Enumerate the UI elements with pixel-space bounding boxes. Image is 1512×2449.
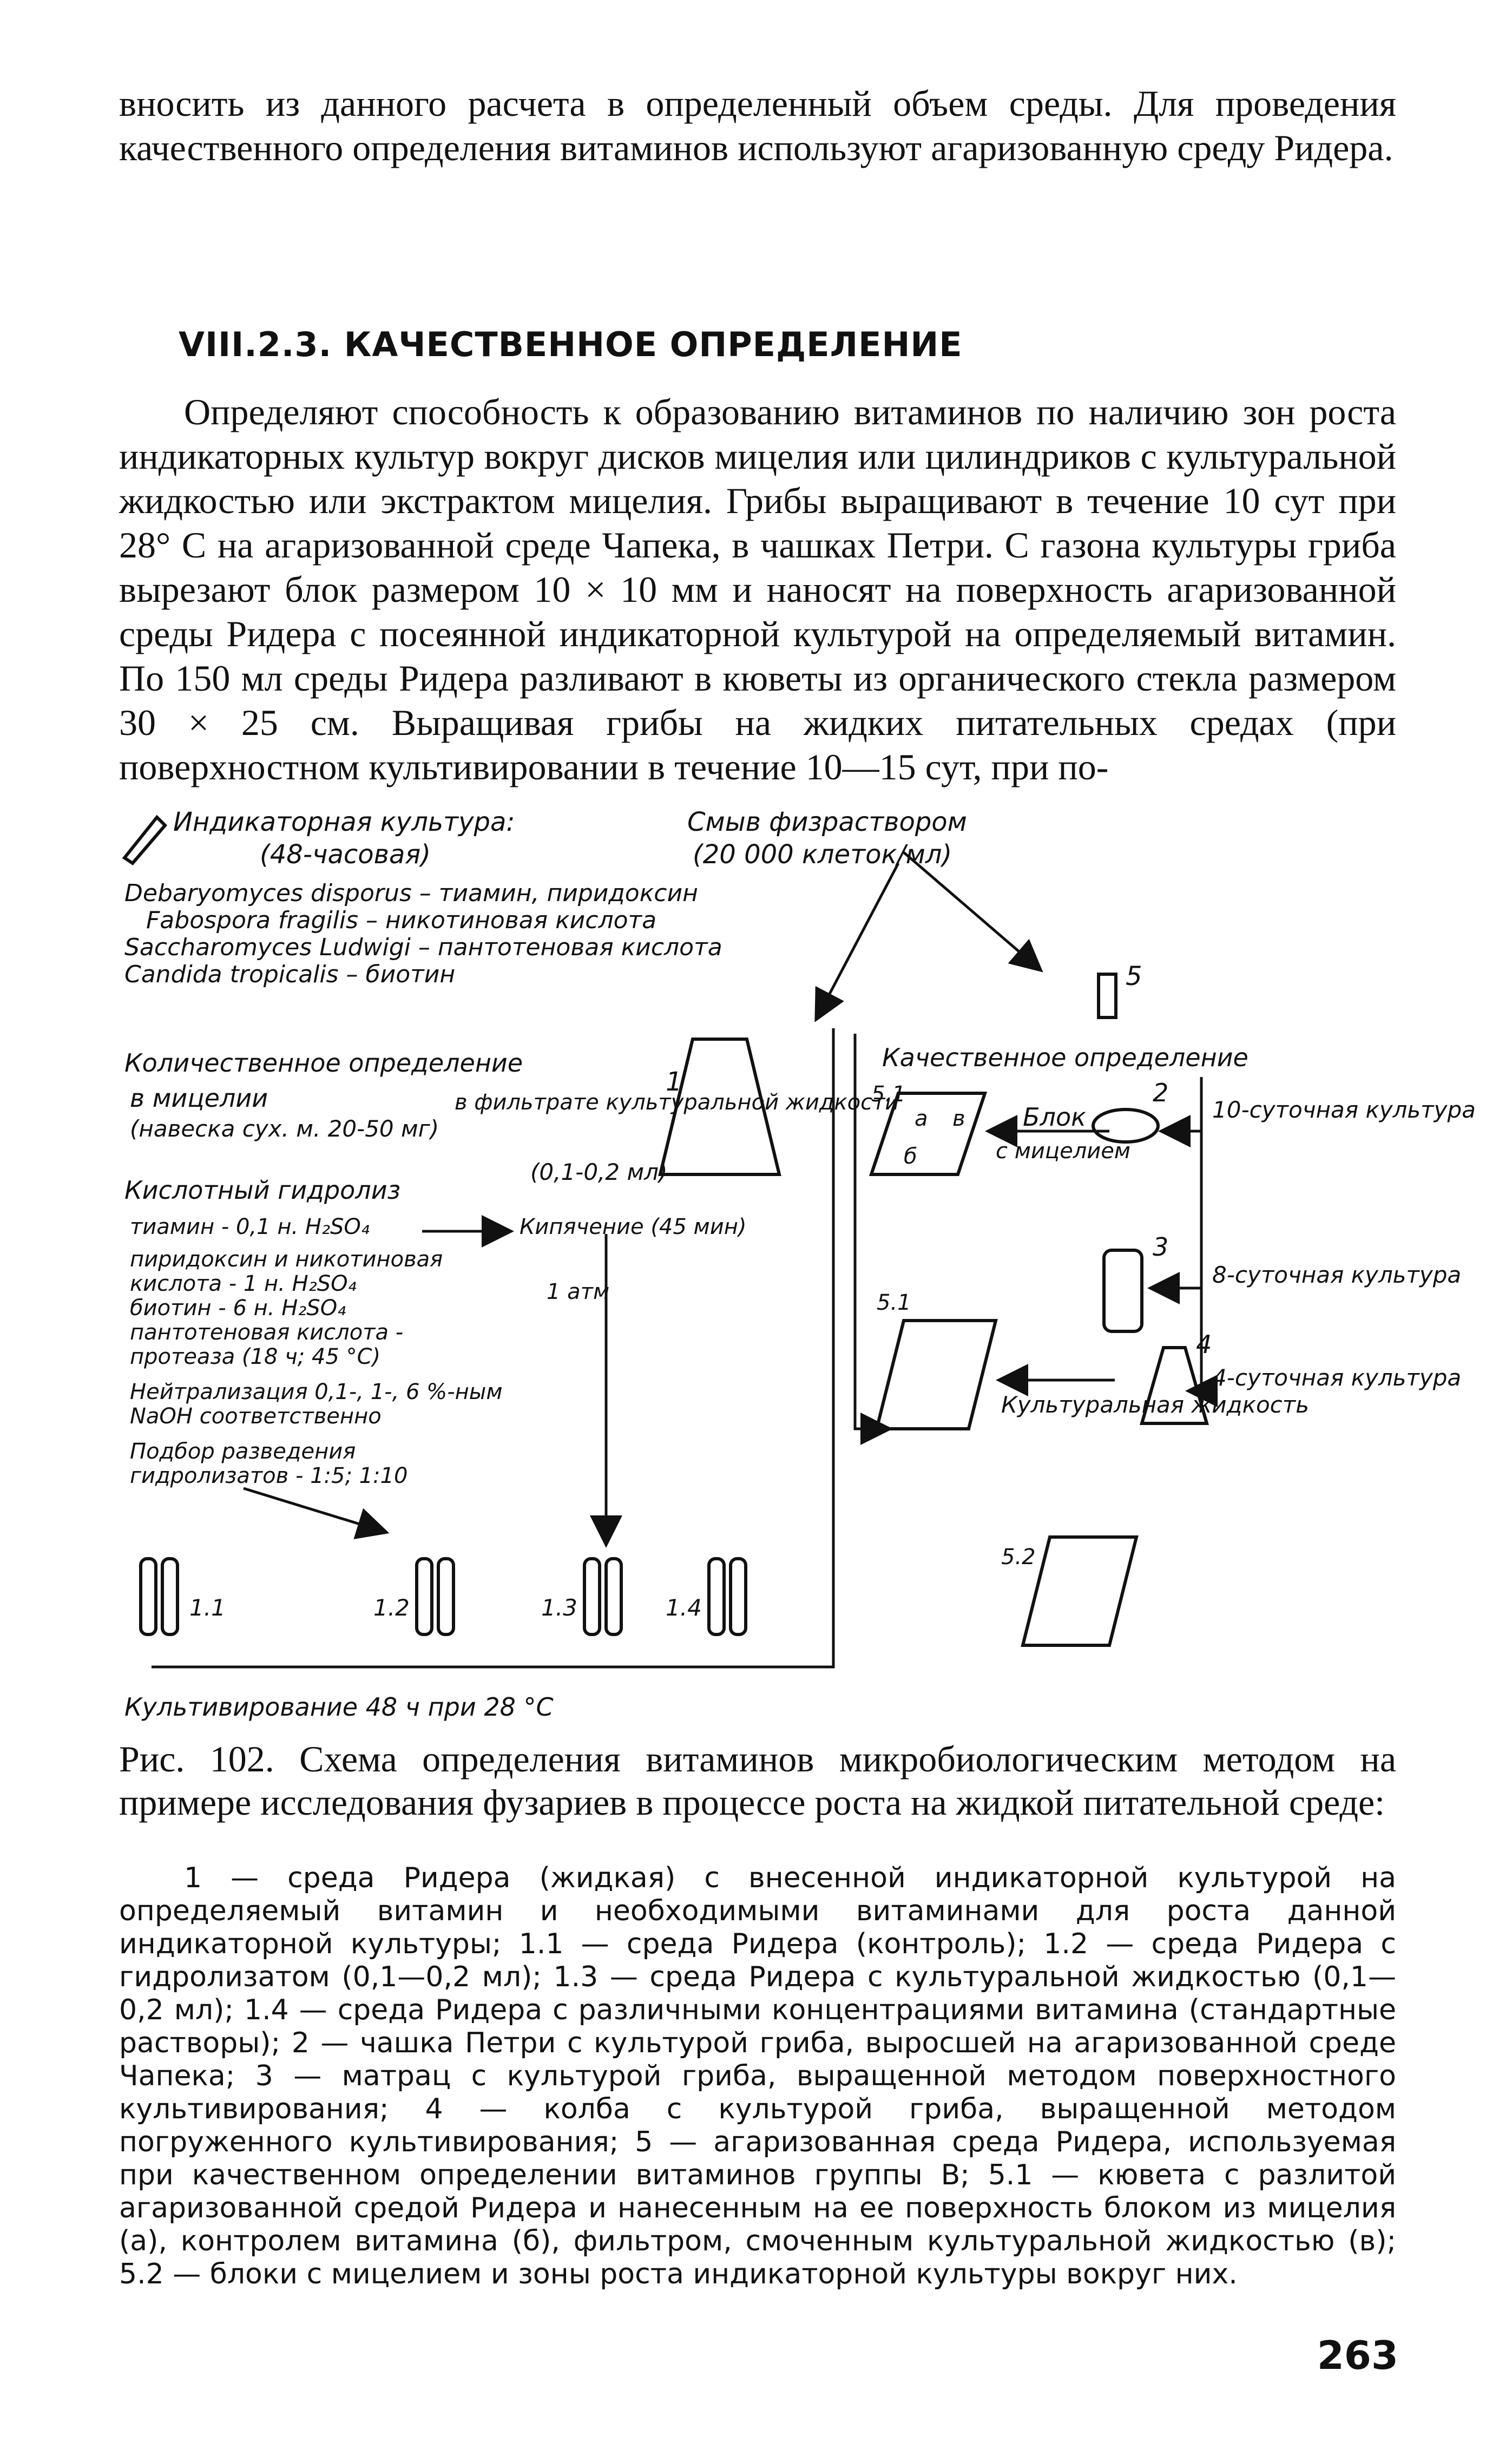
item-5-1-top-label: 5.1: [871, 1082, 906, 1107]
pressure-label: 1 атм: [547, 1279, 609, 1304]
tube-1-1-label: 1.1: [189, 1594, 226, 1621]
method-paragraph: Определяют способность к образованию вит…: [119, 391, 1396, 787]
with-mycelium-label: с мицелием: [996, 1139, 1130, 1164]
cultivation-label: Культивирование 48 ч при 28 °С: [124, 1692, 554, 1722]
culture-4-label: 4-суточная культура: [1212, 1364, 1461, 1391]
hydrolysates-arrow: [243, 1487, 390, 1539]
vitamin-determination-diagram: Индикаторная культура: (48-часовая) Смыв…: [122, 807, 1476, 1722]
thiamine-label: тиамин - 0,1 н. H₂SO₄: [130, 1214, 370, 1239]
acid-1n-label: кислота - 1 н. H₂SO₄: [130, 1271, 357, 1296]
page-number: 263: [1317, 2333, 1398, 2378]
tube-1-3-label: 1.3: [541, 1594, 577, 1621]
in-mycelium-label: в мицелии: [130, 1084, 268, 1113]
flask-1-icon: [658, 1038, 781, 1176]
culture-10-label: 10-суточная культура: [1212, 1097, 1476, 1123]
indicator-age-label: (48-часовая): [260, 839, 431, 870]
dilution-label: Подбор разведения: [130, 1439, 356, 1464]
cuvette-5-1-top-icon: [869, 1092, 988, 1176]
species-fabospora: Fabospora fragilis – никотиновая кислота: [146, 907, 656, 934]
neutralization-label: Нейтрализация 0,1-, 1-, 6 %-ным: [130, 1380, 503, 1404]
item-5-2-label: 5.2: [1001, 1545, 1036, 1570]
item-5-1-bottom-label: 5.1: [877, 1290, 911, 1315]
species-debaryomyces: Debaryomyces disporus – тиамин, пиридокс…: [124, 879, 698, 907]
item-5-label: 5: [1126, 961, 1142, 992]
item-2-label: 2: [1153, 1078, 1168, 1107]
pyridoxine-label: пиридоксин и никотиновая: [130, 1247, 443, 1272]
culture-8-label: 8-суточная культура: [1212, 1262, 1461, 1288]
cuvette-5-2-icon: [1021, 1535, 1139, 1647]
caption-legend: 1 — среда Ридера (жидкая) с внесенной ин…: [119, 1862, 1396, 2290]
tubes-row: 1.1 1.2 1.3 1.4: [139, 1557, 747, 1636]
boiling-label: Кипячение (45 мин): [520, 1214, 746, 1239]
sample-weight-label: (навеска сух. м. 20-50 мг): [130, 1115, 439, 1142]
test-tube-icon: [122, 815, 168, 865]
item-1-label: 1: [666, 1067, 682, 1097]
well-a-top: а: [915, 1106, 928, 1131]
medium-bottle-icon: [1097, 973, 1117, 1019]
wash-density-label: (20 000 клеток/мл): [693, 839, 952, 870]
block-label: Блок: [1023, 1102, 1086, 1132]
petri-dish-icon: [1092, 1108, 1160, 1144]
cultivation-line: [152, 1028, 835, 1669]
species-candida: Candida tropicalis – биотин: [124, 961, 455, 988]
filtrate-label: в фильтрате культуральной жидкости: [455, 1090, 899, 1115]
biotin-label: биотин - 6 н. H₂SO₄: [130, 1296, 346, 1321]
wash-to-flask-arrow: [814, 862, 900, 1022]
indicator-culture-label: Индикаторная культура:: [173, 807, 515, 837]
well-v-top: в: [952, 1106, 965, 1131]
flask-4-icon: [1140, 1346, 1209, 1425]
section-heading: VIII.2.3. КАЧЕСТВЕННОЕ ОПРЕДЕЛЕНИЕ: [179, 325, 963, 364]
species-saccharomyces: Saccharomyces Ludwigi – пантотеновая кис…: [124, 934, 722, 961]
hydrolysates-label: гидролизатов - 1:5; 1:10: [130, 1463, 407, 1488]
tube-1-2-label: 1.2: [373, 1594, 410, 1621]
naoh-label: NaOH соответственно: [130, 1404, 382, 1429]
cultural-liquid-label: Культуральная жидкость: [1001, 1391, 1309, 1418]
mattress-3-icon: [1102, 1249, 1143, 1333]
volume-label: (0,1-0,2 мл): [530, 1159, 667, 1185]
cuvette-5-1-bottom-icon: [875, 1319, 998, 1430]
caption-title: Рис. 102. Схема определения витаминов ми…: [119, 1738, 1396, 1823]
item-4-label: 4: [1196, 1330, 1212, 1359]
protease-label: протеаза (18 ч; 45 °С): [130, 1344, 380, 1369]
qualitative-label: Качественное определение: [882, 1043, 1248, 1072]
item-3-label: 3: [1153, 1232, 1168, 1262]
well-b-top: б: [904, 1144, 917, 1169]
figure-caption: Рис. 102. Схема определения витаминов ми…: [119, 1737, 1396, 1824]
intro-paragraph: вносить из данного расчета в определенны…: [119, 83, 1396, 168]
acid-hydrolysis-label: Кислотный гидролиз: [124, 1176, 400, 1205]
quantitative-label: Количественное определение: [124, 1048, 523, 1078]
tube-1-4-label: 1.4: [666, 1594, 702, 1621]
wash-to-medium-arrow: [903, 851, 1043, 973]
pantothenic-label: пантотеновая кислота -: [130, 1320, 403, 1345]
wash-label: Смыв физраствором: [687, 807, 967, 837]
